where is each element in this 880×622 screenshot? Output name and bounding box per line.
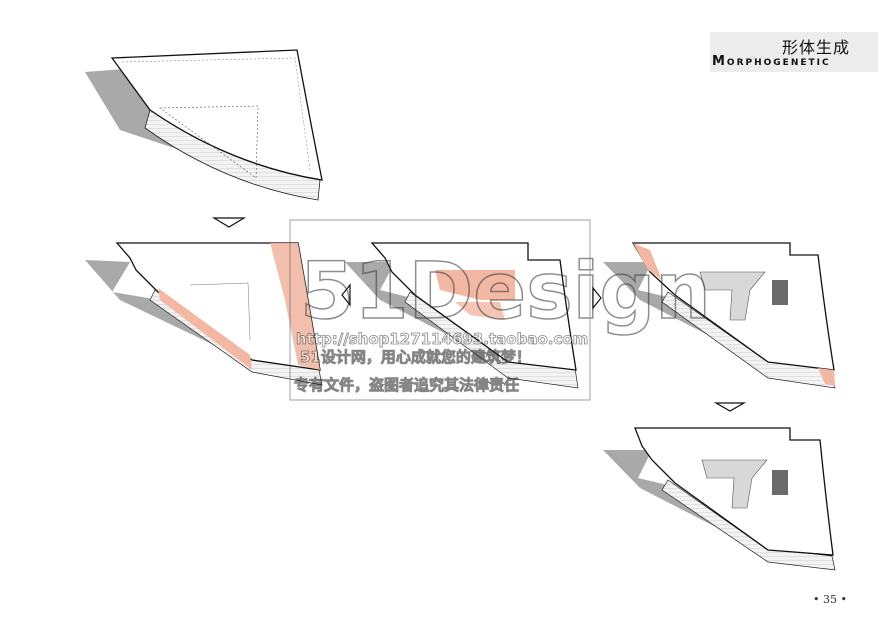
cut-highlight [818,368,835,386]
page-title-en: Morphogenetic [712,54,831,69]
cut-highlight [633,243,662,280]
form-step-3 [345,242,579,389]
arrow-down-icon [211,217,247,228]
title-block: 形体生成 Morphogenetic [710,32,878,72]
inner-outline [121,57,311,171]
form-step-2 [85,242,323,386]
watermark-line1: 51设计网，用心成就您的建筑梦！ [300,348,531,366]
watermark-frame [289,219,591,401]
void [772,470,788,495]
cut-highlight [270,243,320,370]
arrow-down-icon [713,402,747,412]
arrow-right-icon [341,283,351,307]
page-number: • 35 • [813,593,847,606]
page-title-cn: 形体生成 [781,38,850,57]
watermark-url: http://shop127114693.taobao.com [296,330,588,348]
watermark-logo: 51Design [300,247,711,337]
void [772,280,788,305]
form-step-5 [603,427,836,571]
cut-highlight [435,270,515,300]
cut-highlight [455,302,505,320]
watermark-line2: 专有文件，盗图者追究其法律责任 [294,376,519,394]
inner-triangle [159,105,259,179]
form-step-4 [603,242,836,389]
watermark: 51Design http://shop127114693.taobao.com… [289,219,711,401]
inner-outline [189,282,251,341]
arrow-right-icon [592,286,602,310]
form-step-1 [85,49,323,201]
cut-highlight [158,288,252,370]
void [699,271,766,321]
top-face [110,49,323,181]
void [701,459,768,509]
